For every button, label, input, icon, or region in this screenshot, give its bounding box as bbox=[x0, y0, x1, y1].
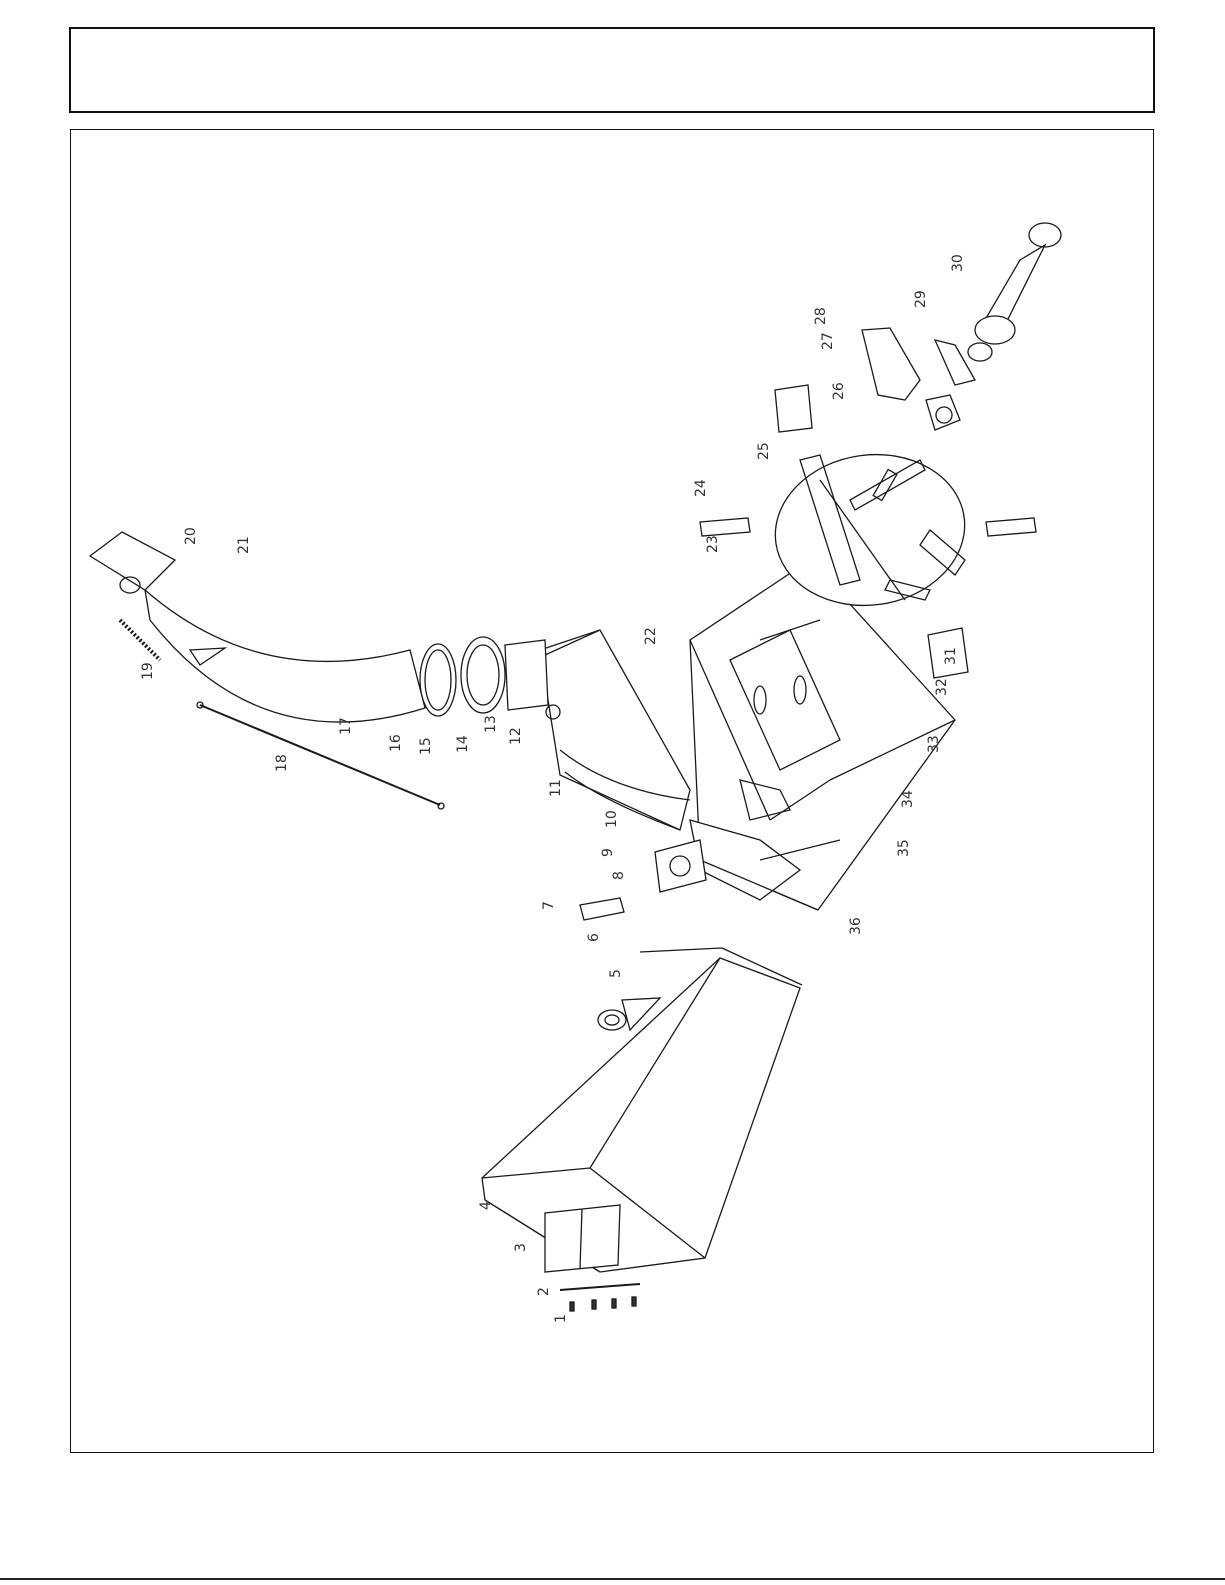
callout-33: 33 bbox=[926, 735, 942, 753]
callout-4: 4 bbox=[478, 1201, 494, 1210]
callout-19: 19 bbox=[140, 662, 156, 680]
callout-12: 12 bbox=[508, 727, 524, 745]
callout-21: 21 bbox=[236, 536, 252, 554]
callout-1: 1 bbox=[553, 1314, 569, 1323]
bearing-housing bbox=[862, 328, 975, 430]
callout-25: 25 bbox=[756, 442, 772, 460]
callout-15: 15 bbox=[418, 737, 434, 755]
blower-housing bbox=[505, 630, 690, 830]
callout-13: 13 bbox=[483, 715, 499, 733]
callout-29: 29 bbox=[913, 290, 929, 308]
callout-28: 28 bbox=[813, 307, 829, 325]
flange-rings bbox=[420, 637, 505, 716]
callout-36: 36 bbox=[848, 917, 864, 935]
bearing-flange bbox=[580, 840, 706, 920]
callout-35: 35 bbox=[896, 839, 912, 857]
callout-32: 32 bbox=[934, 678, 950, 696]
callout-2: 2 bbox=[536, 1287, 552, 1296]
callout-9: 9 bbox=[600, 848, 616, 857]
discharge-chute bbox=[482, 948, 802, 1290]
callout-27: 27 bbox=[820, 332, 836, 350]
callout-3: 3 bbox=[513, 1243, 529, 1252]
callout-22: 22 bbox=[643, 627, 659, 645]
callout-34: 34 bbox=[900, 790, 916, 808]
callout-6: 6 bbox=[586, 933, 602, 942]
callout-7: 7 bbox=[541, 901, 557, 910]
callout-31: 31 bbox=[943, 647, 959, 665]
callout-14: 14 bbox=[455, 735, 471, 753]
callout-20: 20 bbox=[183, 527, 199, 545]
callout-10: 10 bbox=[604, 810, 620, 828]
callout-18: 18 bbox=[274, 754, 290, 772]
main-frame bbox=[690, 560, 955, 910]
callout-30: 30 bbox=[950, 254, 966, 272]
bolt-row bbox=[570, 1297, 636, 1311]
callout-8: 8 bbox=[611, 871, 627, 880]
callout-17: 17 bbox=[338, 717, 354, 735]
callout-23: 23 bbox=[705, 535, 721, 553]
callout-26: 26 bbox=[831, 382, 847, 400]
spout bbox=[90, 532, 425, 722]
pto-shaft bbox=[968, 223, 1061, 361]
callout-11: 11 bbox=[548, 779, 564, 797]
callout-5: 5 bbox=[608, 969, 624, 978]
callout-24: 24 bbox=[693, 479, 709, 497]
callout-16: 16 bbox=[388, 734, 404, 752]
footer-rule bbox=[0, 1578, 1225, 1580]
